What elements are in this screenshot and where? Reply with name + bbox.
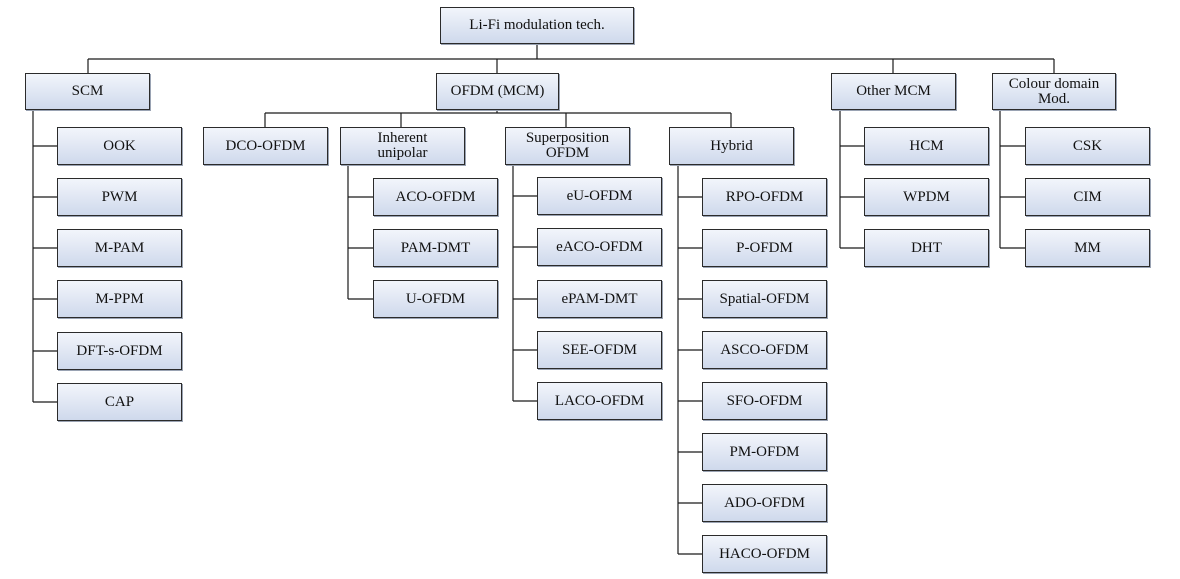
hybrid-item: HACO-OFDM — [702, 535, 827, 573]
inherent-unipolar-item: PAM-DMT — [373, 229, 498, 267]
inherent-unipolar-item: U-OFDM — [373, 280, 498, 318]
scm-item: CAP — [57, 383, 182, 421]
superposition-item: eACO-OFDM — [537, 228, 662, 266]
category-ofdm-mcm: OFDM (MCM) — [436, 73, 559, 110]
subcategory-dco-ofdm: DCO-OFDM — [203, 127, 328, 165]
category-other-mcm: Other MCM — [831, 73, 956, 110]
colour-item: MM — [1025, 229, 1150, 267]
colour-item: CIM — [1025, 178, 1150, 216]
scm-item: PWM — [57, 178, 182, 216]
superposition-item: LACO-OFDM — [537, 382, 662, 420]
superposition-item: SEE-OFDM — [537, 331, 662, 369]
subcategory-superposition-ofdm: Superposition OFDM — [505, 127, 630, 165]
scm-item: OOK — [57, 127, 182, 165]
subcategory-hybrid: Hybrid — [669, 127, 794, 165]
hybrid-item: ASCO-OFDM — [702, 331, 827, 369]
superposition-item: ePAM-DMT — [537, 280, 662, 318]
superposition-item: eU-OFDM — [537, 177, 662, 215]
category-scm: SCM — [25, 73, 150, 110]
hybrid-item: ADO-OFDM — [702, 484, 827, 522]
subcategory-inherent-unipolar: Inherent unipolar — [340, 127, 465, 165]
colour-item: CSK — [1025, 127, 1150, 165]
hybrid-item: Spatial-OFDM — [702, 280, 827, 318]
hybrid-item: SFO-OFDM — [702, 382, 827, 420]
inherent-unipolar-item: ACO-OFDM — [373, 178, 498, 216]
root-node: Li-Fi modulation tech. — [440, 7, 634, 44]
scm-item: DFT-s-OFDM — [57, 332, 182, 370]
hybrid-item: PM-OFDM — [702, 433, 827, 471]
other-mcm-item: HCM — [864, 127, 989, 165]
hybrid-item: P-OFDM — [702, 229, 827, 267]
scm-item: M-PPM — [57, 280, 182, 318]
other-mcm-item: WPDM — [864, 178, 989, 216]
other-mcm-item: DHT — [864, 229, 989, 267]
scm-item: M-PAM — [57, 229, 182, 267]
hybrid-item: RPO-OFDM — [702, 178, 827, 216]
category-colour-domain: Colour domain Mod. — [992, 73, 1116, 110]
